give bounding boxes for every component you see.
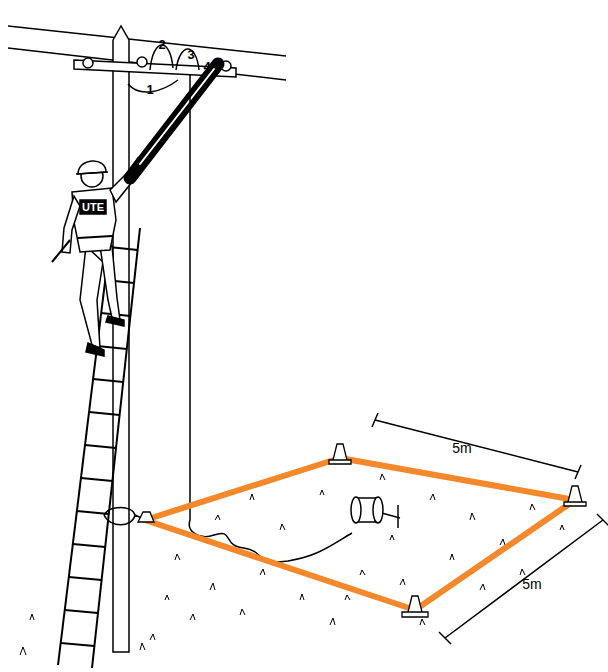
lineman-figure-part	[80, 246, 103, 348]
callout-number: 4	[203, 60, 210, 73]
conductors-part	[8, 26, 286, 56]
crossarm-part	[83, 58, 93, 68]
hot-stick-part	[140, 69, 214, 164]
dimension-label: 5m	[452, 441, 471, 455]
lineman-figure-part	[76, 172, 108, 174]
barrier-stakes-part	[329, 444, 351, 464]
dimension-lines-part	[372, 413, 378, 427]
hot-stick	[130, 64, 218, 178]
dimension-label: 5m	[522, 577, 541, 591]
jumper-wires	[128, 45, 199, 92]
hot-stick-part	[130, 64, 218, 178]
dimension-lines	[372, 413, 608, 644]
dimension-lines-part	[375, 420, 578, 472]
utility-pole	[113, 26, 129, 652]
conductors-part	[8, 48, 286, 80]
lineman-figure-part	[100, 246, 120, 320]
utility-pole-part	[113, 26, 129, 652]
hand-line-part	[189, 74, 352, 562]
barrier-stakes-part	[564, 486, 586, 506]
dimension-lines-part	[439, 632, 451, 644]
callout-number: 2	[158, 38, 165, 51]
callout-number: 1	[146, 83, 153, 96]
barrier-stakes	[138, 444, 586, 617]
dimension-lines-part	[445, 520, 603, 638]
lineman-figure-part	[52, 240, 70, 262]
lineman-figure-part	[86, 316, 124, 356]
cable-reel	[351, 497, 400, 528]
lineman-figure-part	[62, 196, 80, 253]
ladder-part	[61, 247, 138, 646]
safety-barrier-part	[145, 458, 575, 610]
crossarm-part	[137, 57, 147, 67]
dimension-lines-part	[597, 514, 608, 526]
barrier-stakes-part	[402, 596, 428, 617]
safety-barrier	[145, 458, 575, 610]
shirt-patch	[80, 200, 106, 214]
shirt-lettering: UTE	[82, 202, 104, 213]
ladder	[58, 225, 146, 668]
hand-line	[189, 74, 352, 562]
conductors	[8, 26, 286, 80]
barrier-stakes-part	[138, 512, 154, 522]
cable-reel-part	[373, 497, 383, 523]
lineman-figure-part	[72, 188, 116, 252]
cable-reel-part	[397, 505, 399, 528]
callout-number: 3	[187, 48, 194, 61]
lineman-figure-part	[78, 236, 112, 238]
lineman-figure	[52, 158, 144, 356]
cable-reel-part	[351, 497, 361, 523]
dimension-lines-part	[575, 465, 581, 479]
